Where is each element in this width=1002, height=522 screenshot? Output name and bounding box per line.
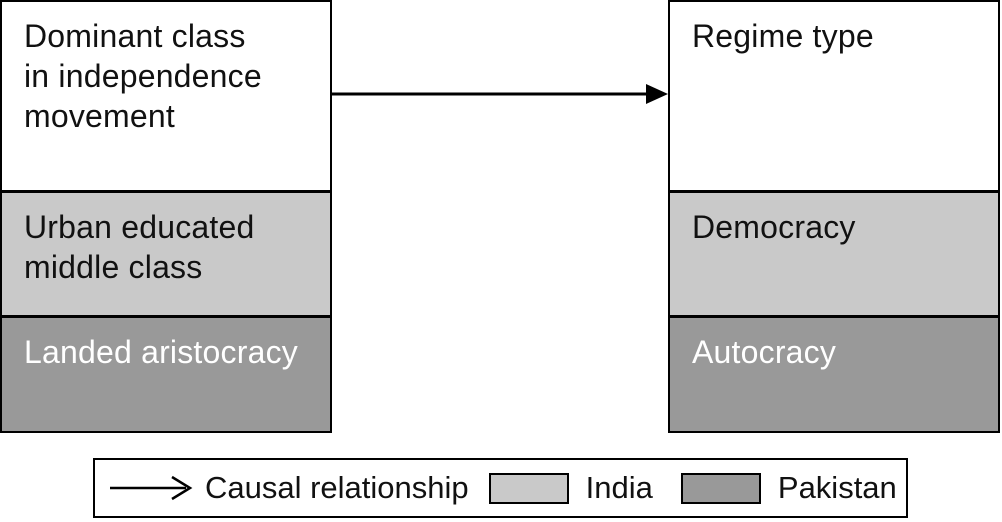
dominant-class-header: Dominant class in independence movement [2,2,330,190]
regime-type-box: Regime type Democracy Autocracy [668,0,1000,433]
regime-type-row-pakistan: Autocracy [670,315,998,431]
legend: Causal relationship India Pakistan [93,458,908,518]
legend-india-label: India [585,470,653,505]
dominant-class-row-india: Urban educated middle class [2,190,330,315]
dominant-class-box: Dominant class in independence movement … [0,0,332,433]
dominant-class-row-pakistan: Landed aristocracy [2,315,330,431]
legend-pakistan-label: Pakistan [777,470,897,505]
regime-type-row-india: Democracy [670,190,998,315]
causal-arrow [332,84,668,104]
india-swatch [488,472,569,504]
causal-arrow-icon [110,475,193,501]
regime-type-header: Regime type [670,2,998,190]
legend-causal-label: Causal relationship [205,470,469,505]
pakistan-swatch [680,472,761,504]
